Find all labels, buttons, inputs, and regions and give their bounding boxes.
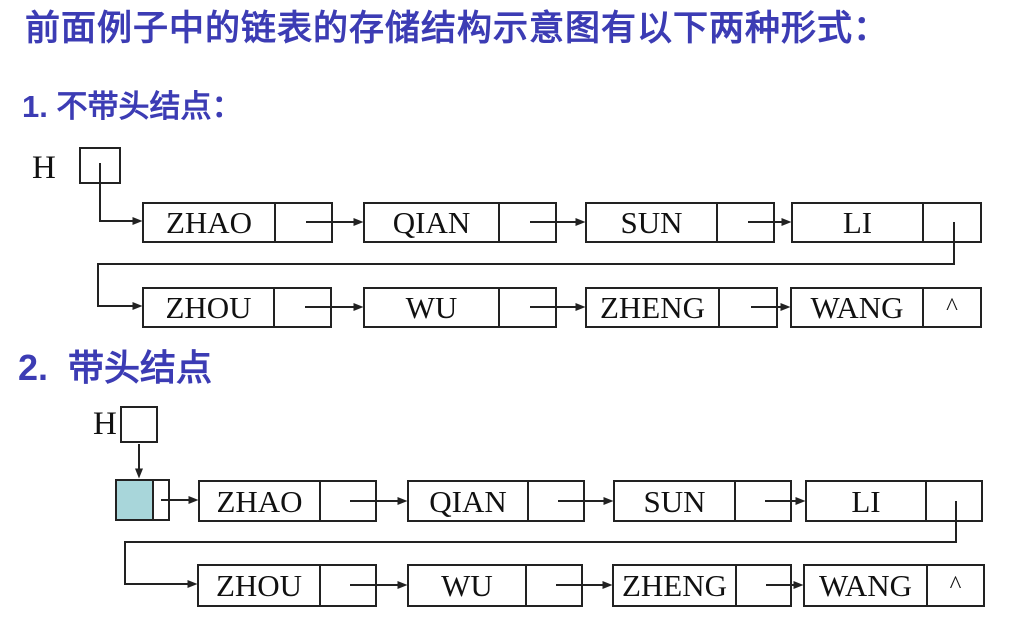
node-pointer-field — [720, 289, 776, 326]
list-node-sun-2: SUN — [613, 480, 792, 522]
node-data-field: QIAN — [409, 482, 529, 520]
node-data-field: ZHAO — [144, 204, 276, 241]
list-node-wu-1: WU — [363, 287, 557, 328]
node-data-field: ZHENG — [587, 289, 720, 326]
node-pointer-field — [736, 482, 790, 520]
node-data-field: SUN — [615, 482, 736, 520]
node-pointer-field — [718, 204, 773, 241]
section2-head-pointer-box — [120, 406, 158, 443]
list-node-zheng-2: ZHENG — [612, 564, 792, 607]
list-node-wang-2: WANG ^ — [803, 564, 985, 607]
list-node-zhao-1: ZHAO — [142, 202, 333, 243]
list-node-zhao-2: ZHAO — [198, 480, 377, 522]
section1-head-pointer-box — [79, 147, 121, 184]
node-data-field: WU — [409, 566, 527, 605]
node-pointer-field — [276, 204, 331, 241]
node-data-field: ZHENG — [614, 566, 737, 605]
list-node-wu-2: WU — [407, 564, 583, 607]
section2-heading: 2. 带头结点 — [18, 347, 213, 388]
node-pointer-field — [275, 289, 330, 326]
node-data-field: WANG — [792, 289, 924, 326]
node-data-field: SUN — [587, 204, 718, 241]
list-node-zheng-1: ZHENG — [585, 287, 778, 328]
node-pointer-field — [500, 289, 555, 326]
slide-title: 前面例子中的链表的存储结构示意图有以下两种形式： — [25, 9, 890, 48]
node-pointer-field — [321, 482, 375, 520]
node-pointer-field — [527, 566, 581, 605]
node-data-field: LI — [793, 204, 924, 241]
list-node-qian-2: QIAN — [407, 480, 585, 522]
node-pointer-field — [927, 482, 981, 520]
list-node-wang-1: WANG ^ — [790, 287, 982, 328]
head-node-data-field — [117, 481, 154, 519]
section1-heading: 1. 不带头结点： — [22, 89, 243, 124]
node-data-field: ZHOU — [199, 566, 321, 605]
node-pointer-field — [321, 566, 375, 605]
list-node-li-2: LI — [805, 480, 983, 522]
section2-head-pointer-label: H — [93, 406, 117, 442]
list-node-zhou-1: ZHOU — [142, 287, 332, 328]
head-node — [115, 479, 170, 521]
list-node-zhou-2: ZHOU — [197, 564, 377, 607]
node-data-field: LI — [807, 482, 927, 520]
node-data-field: ZHAO — [200, 482, 321, 520]
node-data-field: ZHOU — [144, 289, 275, 326]
head-node-pointer-field — [154, 481, 168, 519]
list-node-sun-1: SUN — [585, 202, 775, 243]
node-null-pointer-field: ^ — [946, 294, 958, 321]
node-data-field: QIAN — [365, 204, 500, 241]
list-node-qian-1: QIAN — [363, 202, 557, 243]
node-data-field: WANG — [805, 566, 928, 605]
node-pointer-field — [500, 204, 555, 241]
node-pointer-field — [737, 566, 790, 605]
section1-head-pointer-label: H — [32, 150, 56, 186]
node-data-field: WU — [365, 289, 500, 326]
node-pointer-field — [529, 482, 583, 520]
node-pointer-field — [924, 204, 980, 241]
list-node-li-1: LI — [791, 202, 982, 243]
node-null-pointer-field: ^ — [949, 572, 962, 599]
